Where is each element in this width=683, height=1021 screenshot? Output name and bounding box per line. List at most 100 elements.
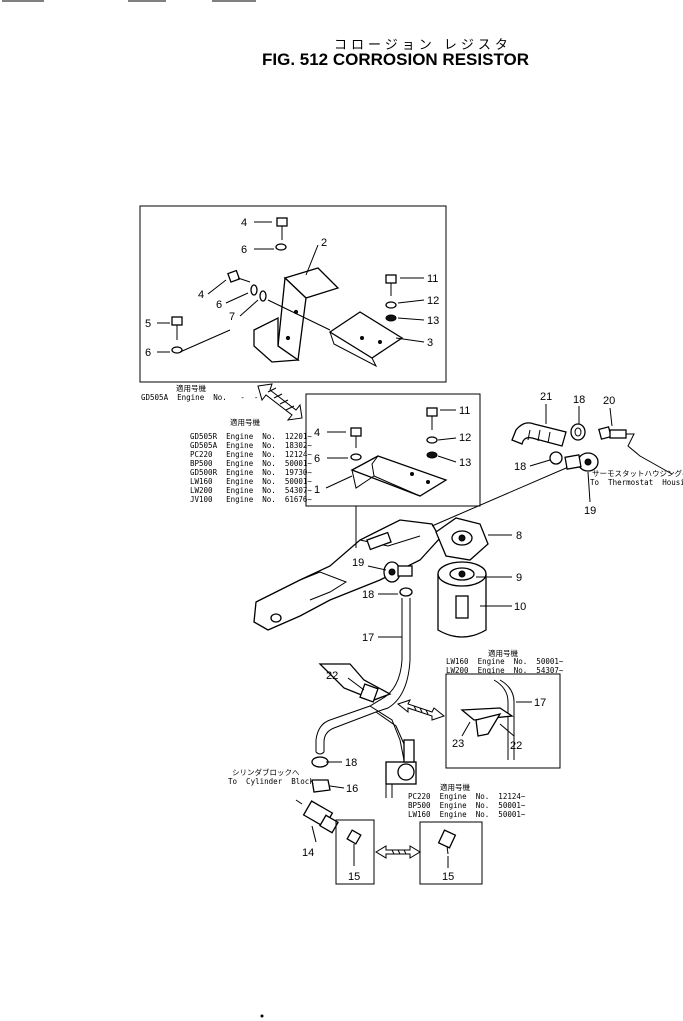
connector-part-14: [295, 799, 339, 834]
leader-20: [609, 407, 613, 427]
callout-17: 17: [362, 632, 374, 644]
top-box-numbers: 4 6 2 4 6 7 5 6 11 12 13 3: [145, 217, 439, 359]
washer-part-7: [259, 290, 267, 302]
right-box-engine-note-1: LW160 Engine No. 50001~: [446, 657, 564, 666]
callout-9: 9: [516, 572, 522, 584]
washer-part-6: [275, 243, 287, 251]
callout-16: 16: [346, 783, 358, 795]
fitting-part-16-nut: [311, 779, 331, 793]
bolt-part-4c: [350, 427, 362, 448]
callout-5: 5: [145, 318, 151, 330]
callout-4c: 4: [314, 427, 320, 439]
engine-note-row: LW160 Engine No. 50001~: [190, 477, 312, 486]
callout-12a: 12: [427, 295, 439, 307]
leader-23: [461, 721, 471, 737]
callout-1: 1: [314, 484, 320, 496]
callout-23: 23: [452, 738, 464, 750]
pipe-part-17b: [493, 679, 515, 760]
washer-part-6c: [171, 346, 183, 354]
hose-part-21: [511, 422, 567, 447]
callout-4a: 4: [241, 217, 247, 229]
callout-6d: 6: [314, 453, 320, 465]
thermostat-note-jp: サーモスタットハウジングへ: [592, 468, 683, 478]
callout-18a: 18: [573, 394, 585, 406]
engine-note-row: BP500 Engine No. 50001~: [408, 801, 526, 810]
applicable-label-c: 適用号機: [488, 648, 518, 658]
callout-15a: 15: [348, 871, 360, 883]
engine-note-row: JV100 Engine No. 61676~: [190, 495, 312, 504]
thermostat-note-en: To Thermostat Housing: [590, 478, 683, 487]
right-box-engine-note-2: LW200 Engine No. 54307~: [446, 666, 564, 675]
detail-box-15a: [335, 819, 375, 885]
engine-note-row: BP500 Engine No. 50001~: [190, 459, 312, 468]
callout-2: 2: [321, 237, 327, 249]
leader-14: [311, 825, 317, 843]
callout-17b: 17: [534, 697, 546, 709]
detail-box-15b: [419, 821, 483, 885]
stray-mark: [260, 1014, 264, 1018]
washer-part-12: [385, 301, 397, 309]
applicable-label-a: 適用号機: [176, 383, 206, 393]
engine-note-row: PC220 Engine No. 12124~: [408, 792, 526, 801]
washer-part-13b: [426, 451, 438, 459]
leader-16: [329, 785, 345, 789]
bolt-part-11: [385, 274, 397, 296]
cylinder-note-jp: シリンダブロックへ: [232, 767, 300, 777]
bottom-box-engine-list: PC220 Engine No. 12124~ BP500 Engine No.…: [408, 792, 526, 819]
connection-line: [431, 461, 581, 527]
washer-part-12b: [426, 436, 438, 444]
applicable-label-d: 適用号機: [440, 782, 470, 792]
filter-cartridge-part-10: [437, 561, 487, 638]
callout-18d: 18: [345, 757, 357, 769]
fitting-part-18d: [311, 756, 329, 768]
figure-title: FIG. 512 CORROSION RESISTOR: [262, 50, 530, 69]
plug-part-15a: [346, 829, 362, 845]
callout-22a: 22: [326, 670, 338, 682]
mid-box-numbers: 4 6 1 11 12 13: [314, 405, 471, 496]
washer-part-6d: [350, 453, 362, 461]
leader-19b: [587, 471, 591, 503]
callout-8: 8: [516, 530, 522, 542]
callout-10: 10: [514, 601, 526, 613]
callout-6a: 6: [241, 244, 247, 256]
callout-22b: 22: [510, 740, 522, 752]
arrow-bottom-boxes: [375, 845, 421, 859]
bolt-part-11b: [426, 407, 438, 430]
top-detail-box: [139, 205, 447, 383]
callout-19a: 19: [352, 557, 364, 569]
callout-13b: 13: [459, 457, 471, 469]
mid-detail-box: [305, 393, 481, 507]
title-japanese: コロージョン レジスタ: [334, 38, 512, 53]
engine-housing: [253, 519, 441, 631]
bolt-part-5: [171, 316, 183, 340]
filter-head-part-8: [435, 517, 489, 561]
callout-18c: 18: [362, 589, 374, 601]
fitting-part-19b: [564, 452, 599, 472]
bracket-part-22b: [460, 707, 514, 737]
leader-22b: [499, 723, 515, 737]
fitting-part-19a: [383, 561, 413, 583]
callout-20: 20: [603, 395, 615, 407]
callout-11b: 11: [459, 405, 470, 417]
arrow-top-to-mid: [257, 383, 303, 421]
engine-note-row: GD505R Engine No. 12201~: [190, 432, 312, 441]
callout-6b: 6: [216, 299, 222, 311]
engine-note-row: LW200 Engine No. 54307~: [190, 486, 312, 495]
leader-19a: [367, 565, 387, 571]
clamp-part-18c: [399, 587, 413, 597]
callout-6c: 6: [145, 347, 151, 359]
clamp-part-18a: [570, 423, 586, 441]
clamp-part-18b: [549, 451, 563, 465]
callout-15b: 15: [442, 871, 454, 883]
engine-note-row: LW160 Engine No. 50001~: [408, 810, 526, 819]
callout-3: 3: [427, 337, 433, 349]
bolt-part-4: [276, 217, 288, 240]
washer-part-13: [385, 314, 397, 322]
valve-part-16: [385, 739, 417, 798]
fitting-part-20: [598, 426, 673, 475]
plate-part-3: [328, 311, 404, 368]
right-detail-box: [445, 673, 561, 769]
leader-18b: [529, 459, 551, 467]
arrow-main-to-right: [396, 699, 446, 721]
